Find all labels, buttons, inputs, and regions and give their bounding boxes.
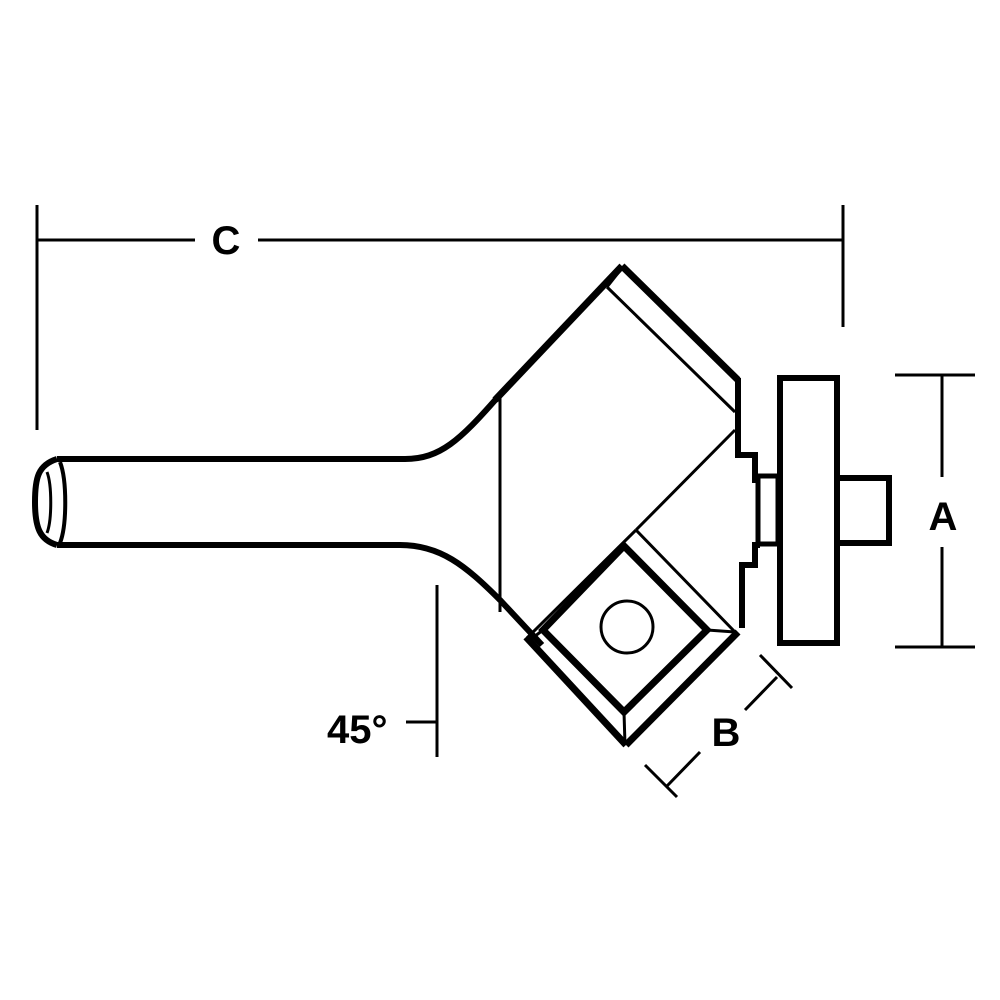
insert-screw: [599, 599, 655, 655]
angle-label: 45°: [327, 708, 388, 752]
angle-indicator: [406, 585, 439, 757]
dimension-c: [35, 205, 845, 430]
cutter-body: [492, 263, 760, 628]
bearing: [755, 375, 892, 646]
dimension-b-label: B: [712, 711, 741, 755]
carbide-insert: [523, 528, 741, 748]
dimension-a: [895, 373, 975, 649]
shank: [31, 396, 545, 648]
dimension-c-label: C: [212, 219, 241, 263]
dimension-b: [643, 653, 794, 799]
dimension-a-label: A: [929, 495, 958, 539]
